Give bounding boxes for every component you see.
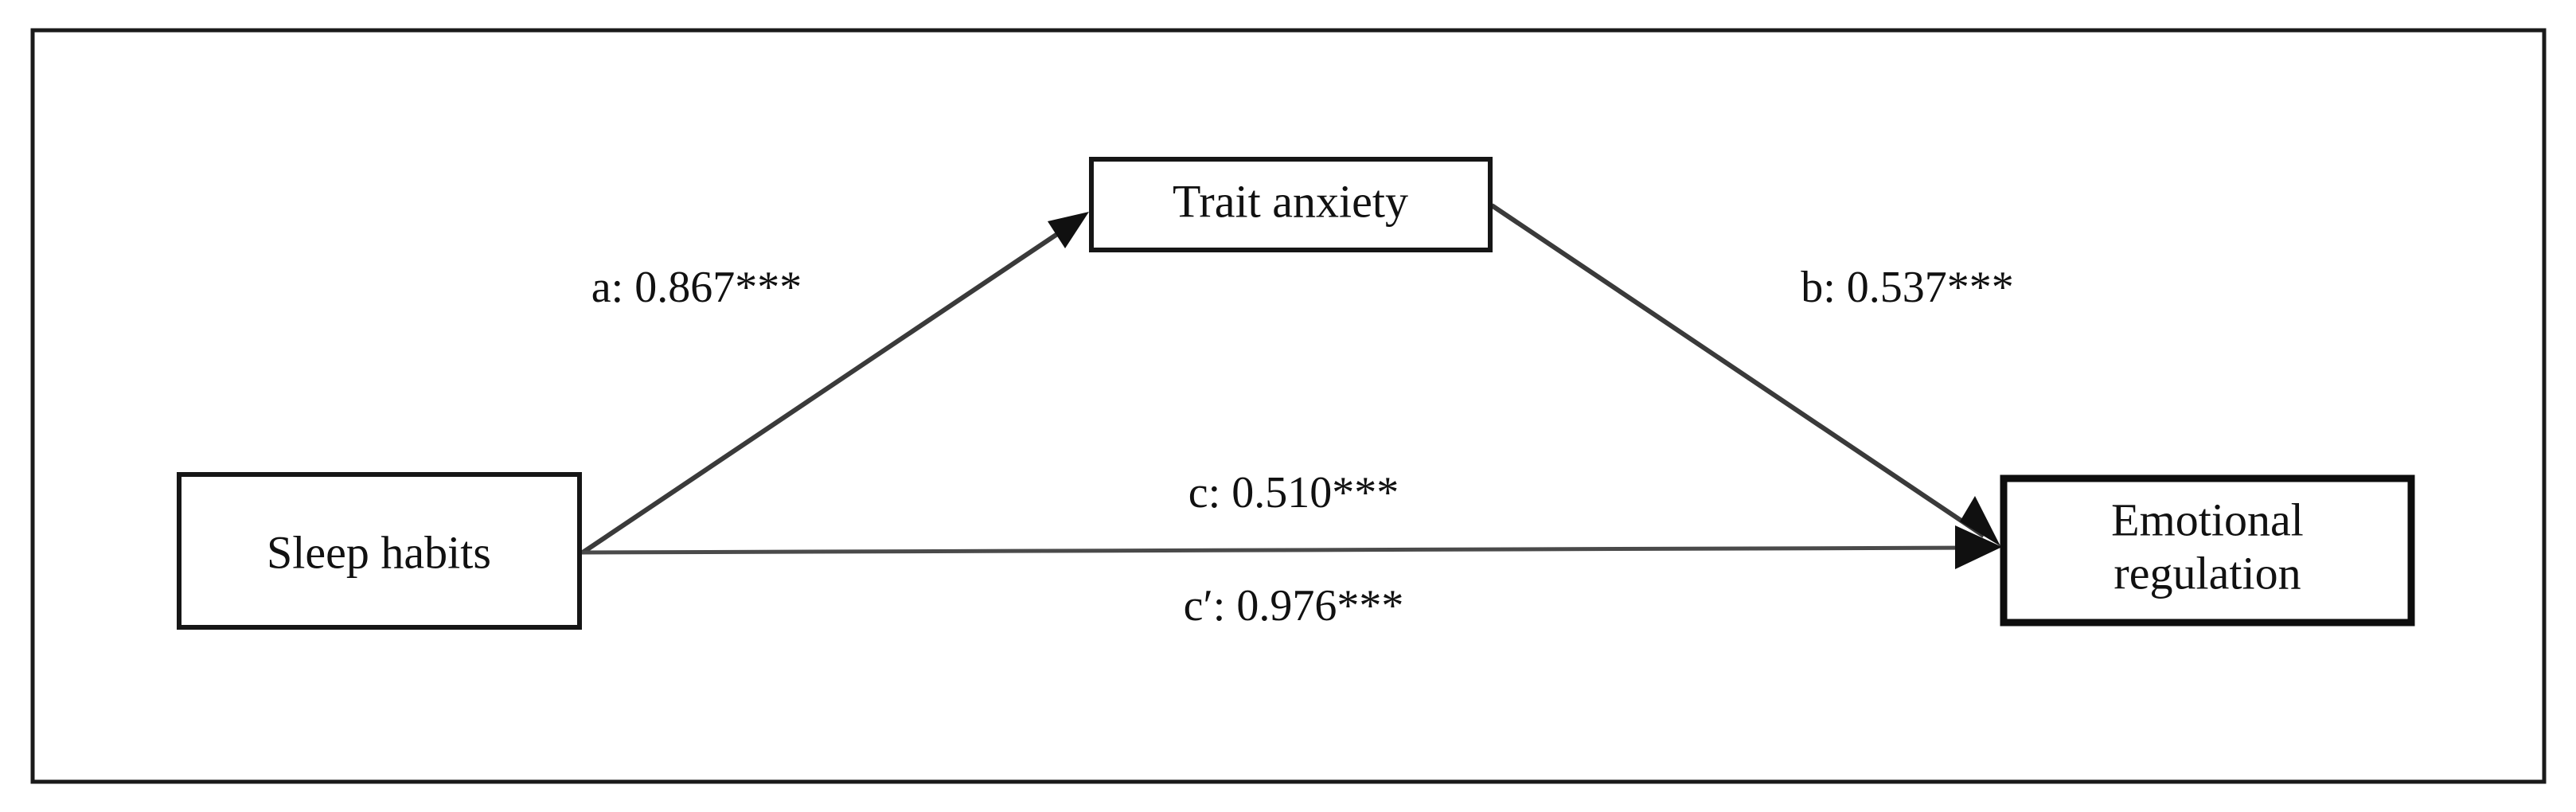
path-c-prime-label: c′: 0.976*** — [1184, 581, 1404, 630]
node-sleep-habits-label: Sleep habits — [267, 526, 491, 578]
node-sleep-habits-box[interactable] — [177, 472, 582, 630]
node-emotional-regulation-label-line2: regulation — [2113, 547, 2301, 599]
node-emotional-regulation-box[interactable] — [2000, 474, 2415, 627]
path-b-arrowhead-icon — [1960, 496, 2000, 546]
path-b-line — [1490, 203, 1985, 538]
path-a-label: a: 0.867*** — [591, 263, 802, 312]
path-a-arrowhead-icon — [1048, 212, 1089, 248]
node-trait-anxiety-label: Trait anxiety — [1173, 175, 1408, 227]
path-c-arrowhead-icon — [1955, 525, 2002, 569]
path-c-label: c: 0.510*** — [1188, 468, 1399, 517]
path-c-line — [580, 545, 1983, 555]
node-trait-anxiety-box[interactable] — [1089, 157, 1493, 252]
path-a-line — [581, 219, 1078, 555]
path-b-label: b: 0.537*** — [1801, 263, 2014, 312]
node-emotional-regulation-label-line1: Emotional — [2111, 494, 2304, 545]
figure-frame — [30, 28, 2547, 784]
